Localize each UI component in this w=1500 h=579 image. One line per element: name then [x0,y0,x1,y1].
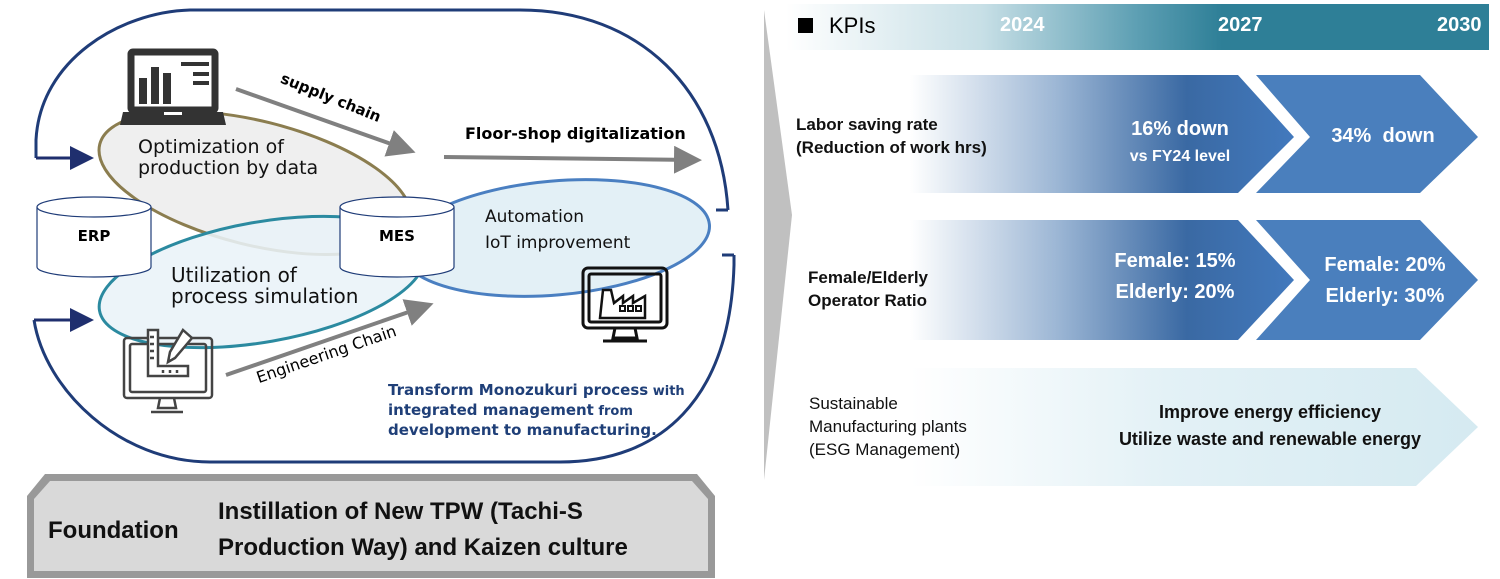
year-2030: 2030 [1437,14,1482,36]
kpi-row1-arrow-2030 [1256,75,1478,193]
kpi-row2-2027-female: Female: 15% [1114,250,1236,272]
bullet-square-icon [798,18,813,33]
foundation-label: Foundation [48,517,179,544]
database-mes-shape [339,196,455,278]
ellipse-utilization-label: Utilization of process simulation [171,263,359,308]
kpi-row1-2027-value: 16% down [1131,118,1229,140]
floor-shop-label: Floor-shop digitalization [465,124,686,143]
arrow-floor-shop [443,145,702,174]
monitor-factory-icon [581,266,669,343]
kpi-row3-label: Sustainable Manufacturing plants (ESG Ma… [809,394,967,459]
monitor-ruler-pencil-icon [122,328,214,414]
database-erp-shape [36,196,152,278]
loop-lower-arc [32,255,736,464]
kpi-row1-2030-value: 34% down [1331,125,1435,147]
database-erp: ERP [77,227,111,245]
kpi-row1-arrow-2027 [910,75,1294,193]
year-2027: 2027 [1218,14,1263,36]
kpi-row2-2027-elderly: Elderly: 20% [1115,281,1235,303]
arrow-supply-chain [235,87,416,157]
kpi-row2-2030-elderly: Elderly: 30% [1325,285,1445,307]
kpi-row3-arrow [910,368,1478,486]
kpi-header-bar [786,4,1489,50]
ellipse-optimization-label: Optimization of production by data [138,136,319,179]
section-separator-chevron [764,10,792,480]
laptop-chart-icon [120,48,226,125]
loop-upper-arc [34,8,730,211]
transform-statement: Transform Monozukuri process with integr… [388,381,685,439]
foundation-description: Instillation of New TPW (Tachi-S Product… [218,498,628,561]
kpi-row2-label: Female/Elderly Operator Ratio [808,268,929,310]
ellipse-automation-line1: Automation [485,207,585,227]
ellipse-automation-line2: IoT improvement [485,233,631,253]
kpi-row3-target-line1: Improve energy efficiency [1158,402,1382,422]
kpi-row1-label: Labor saving rate (Reduction of work hrs… [796,115,987,157]
arrow-engineering-chain [225,299,434,377]
kpi-row1-2027-note: vs FY24 level [1129,148,1231,165]
kpi-row2-2030-female: Female: 20% [1324,254,1446,276]
year-2024: 2024 [1000,14,1045,36]
kpi-row2-arrow-2027 [910,220,1294,340]
kpi-row2-arrow-2030 [1256,220,1478,340]
database-mes: MES [379,227,415,245]
kpi-row3-target-line2: Utilize waste and renewable energy [1118,429,1422,449]
kpi-title: KPIs [829,13,876,38]
